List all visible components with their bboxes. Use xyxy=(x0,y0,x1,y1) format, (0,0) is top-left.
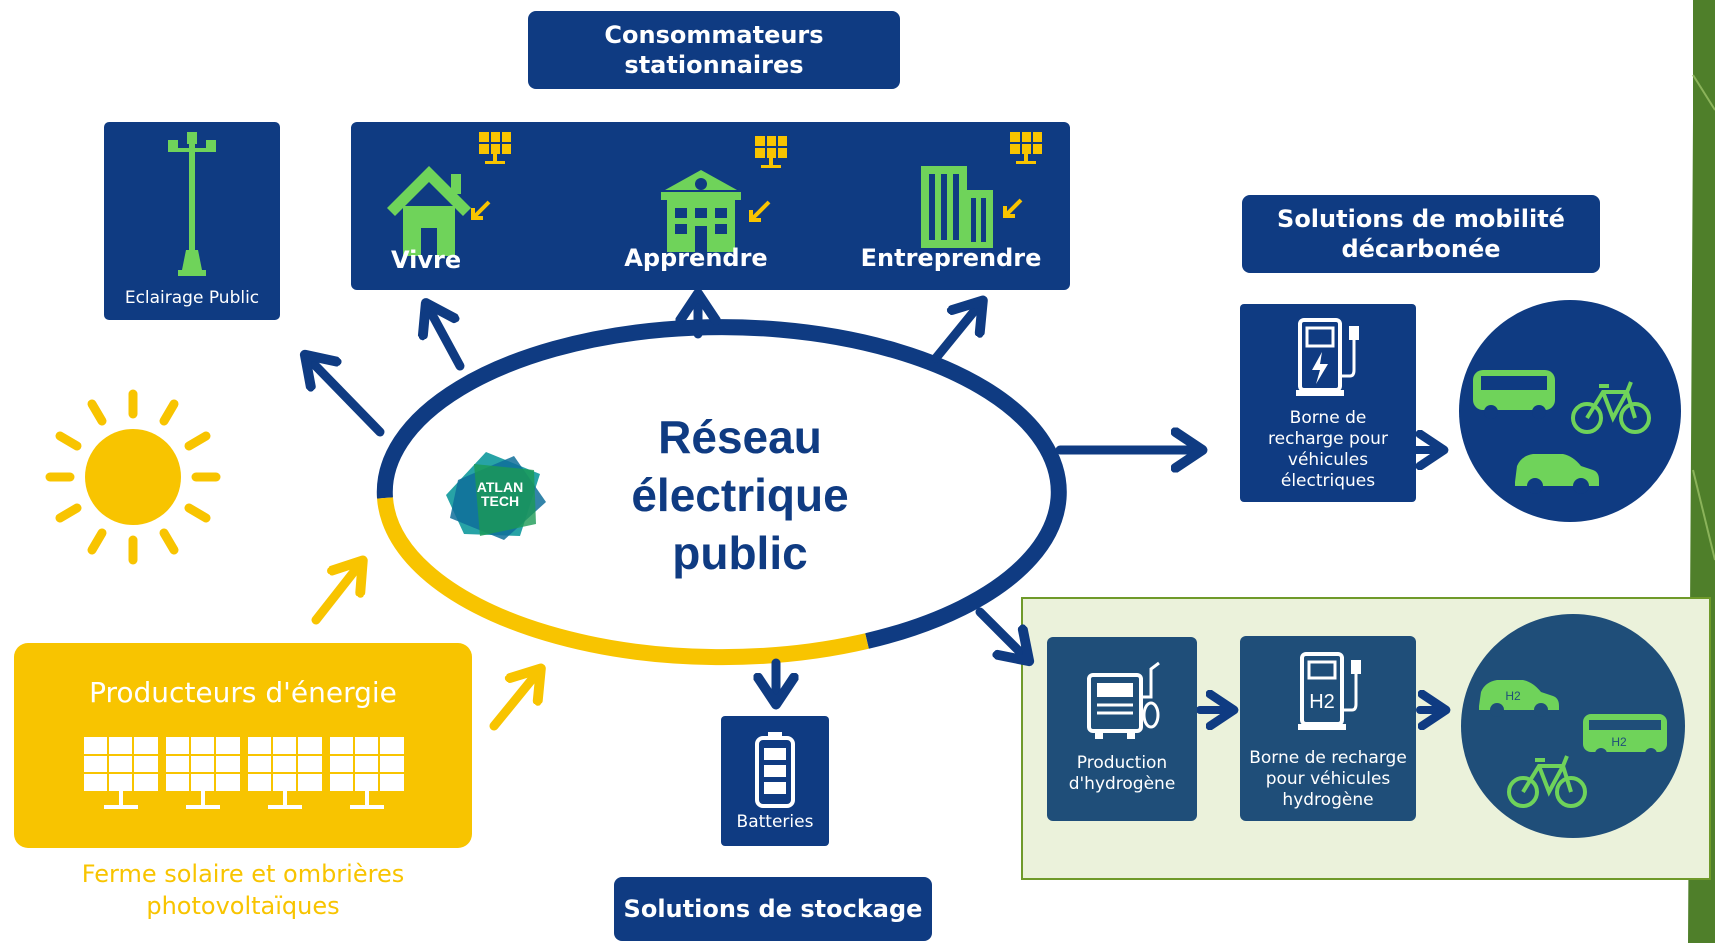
ev-charger-icon xyxy=(1296,318,1359,396)
solar-panel-icon xyxy=(1010,132,1042,164)
h2-charger-label: Borne de recharge pour véhicules hydrogè… xyxy=(1249,748,1407,810)
consumer-label-apprendre: Apprendre xyxy=(624,244,768,272)
arrow-producers-1 xyxy=(311,564,360,625)
h2-car-tag: H2 xyxy=(1505,689,1521,703)
sun-icon xyxy=(45,389,221,565)
bicycle-icon xyxy=(1571,381,1651,434)
ev-charger-card: Borne de recharge pour véhicules électri… xyxy=(1240,304,1416,502)
arrow-to-entreprendre xyxy=(931,304,980,363)
solar-panel-icon xyxy=(755,136,787,168)
school-icon xyxy=(661,170,771,252)
consumer-label-vivre: Vivre xyxy=(391,246,462,274)
hub-title: Réseau électrique public xyxy=(631,411,849,579)
hub-ring-navy xyxy=(376,319,1067,649)
hub-logo: ATLAN TECH xyxy=(428,440,604,550)
solar-panel-icon xyxy=(479,132,511,164)
svg-text:ATLAN: ATLAN xyxy=(477,479,523,495)
producers-caption: Ferme solaire et ombrières photovoltaïqu… xyxy=(81,860,405,920)
arrow-to-vivre xyxy=(428,307,465,371)
ev-charger-label: Borne de recharge pour véhicules électri… xyxy=(1268,408,1388,491)
h2-bus-tag: H2 xyxy=(1611,735,1627,749)
ev-vehicles-circle xyxy=(1459,300,1681,522)
bicycle-icon xyxy=(1507,755,1587,808)
battery-icon xyxy=(755,732,795,808)
solar-panels-icon xyxy=(84,737,404,809)
hub-ring-yellow xyxy=(377,497,869,666)
h2-charger-card: H2 Borne de recharge pour véhicules hydr… xyxy=(1240,636,1416,821)
consumers-title: Consommateurs stationnaires xyxy=(528,11,900,89)
h2-car-icon: H2 xyxy=(1479,680,1559,717)
h2-pump-text: H2 xyxy=(1309,691,1335,713)
producers-title: Producteurs d'énergie xyxy=(89,676,397,709)
house-icon xyxy=(387,166,491,256)
storage-title: Solutions de stockage xyxy=(614,877,932,941)
consumers-panel: Vivre Apprendre Entreprendre xyxy=(351,122,1070,290)
h2-pump-icon: H2 xyxy=(1298,652,1361,730)
arrow-to-hydrogen xyxy=(975,607,1026,658)
office-building-icon xyxy=(921,166,1023,248)
consumer-label-entreprendre: Entreprendre xyxy=(860,244,1042,272)
h2-vehicles-circle: H2 H2 xyxy=(1461,614,1685,838)
svg-text:TECH: TECH xyxy=(481,493,519,509)
hydrogen-production-label: Production d'hydrogène xyxy=(1068,753,1176,794)
arrow-producers-2 xyxy=(489,672,538,731)
hydrogen-production-card: Production d'hydrogène xyxy=(1047,637,1197,821)
batteries-card: Batteries xyxy=(721,716,829,846)
car-icon xyxy=(1515,454,1599,494)
mobility-title: Solutions de mobilité décarbonée xyxy=(1242,195,1600,273)
arrow-to-lighting xyxy=(308,358,385,437)
street-lighting-label: Eclairage Public xyxy=(124,288,260,308)
h2-bus-icon: H2 xyxy=(1583,714,1667,760)
producers-card: Producteurs d'énergie xyxy=(14,643,472,848)
street-lamp-icon xyxy=(168,132,216,276)
street-lighting-card: Eclairage Public xyxy=(104,122,280,320)
batteries-label: Batteries xyxy=(736,812,814,832)
bus-icon xyxy=(1473,370,1555,419)
electrolyzer-icon xyxy=(1087,661,1160,739)
